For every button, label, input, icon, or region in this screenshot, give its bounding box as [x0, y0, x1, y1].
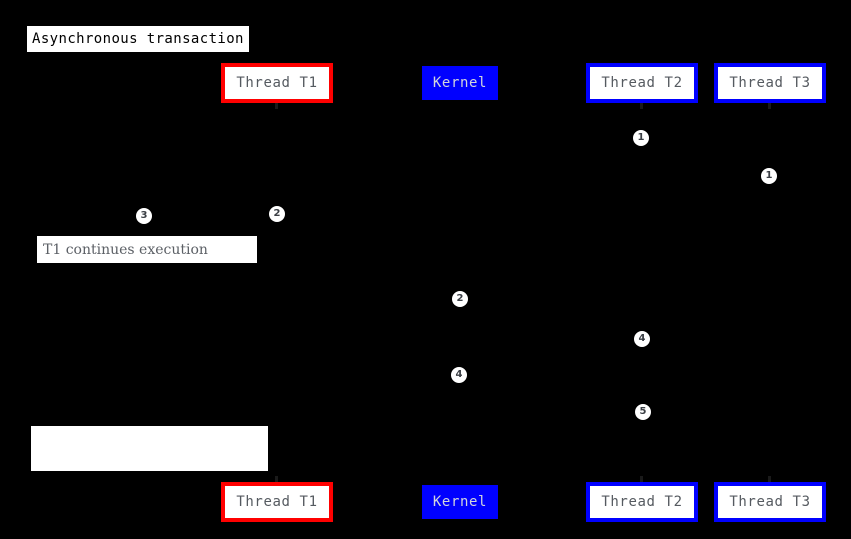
step-badge-4: 4: [451, 367, 467, 383]
lifeline-stub: [640, 476, 643, 482]
note-box-blank: [31, 426, 268, 471]
lifeline-stub: [275, 476, 278, 482]
lifeline-head-thread-t3[interactable]: Thread T3: [714, 63, 826, 103]
step-badge-4: 4: [634, 331, 650, 347]
step-badge-2: 2: [452, 291, 468, 307]
diagram-title: Asynchronous transaction: [27, 26, 249, 52]
lifeline-head-kernel[interactable]: Kernel: [422, 66, 498, 100]
step-badge-5: 5: [635, 404, 651, 420]
lifeline-stub: [768, 103, 771, 109]
lifeline-head-thread-t3[interactable]: Thread T3: [714, 482, 826, 522]
lifeline-stub: [275, 103, 278, 109]
step-badge-1: 1: [761, 168, 777, 184]
step-badge-2: 2: [269, 206, 285, 222]
lifeline-stub: [768, 476, 771, 482]
note-box-message: T1 continues execution: [37, 236, 257, 263]
lifeline-head-kernel[interactable]: Kernel: [422, 485, 498, 519]
step-badge-3: 3: [136, 208, 152, 224]
step-badge-1: 1: [633, 130, 649, 146]
lifeline-head-thread-t2[interactable]: Thread T2: [586, 63, 698, 103]
lifeline-head-thread-t1[interactable]: Thread T1: [221, 63, 333, 103]
lifeline-head-thread-t1[interactable]: Thread T1: [221, 482, 333, 522]
lifeline-head-thread-t2[interactable]: Thread T2: [586, 482, 698, 522]
lifeline-stub: [640, 103, 643, 109]
